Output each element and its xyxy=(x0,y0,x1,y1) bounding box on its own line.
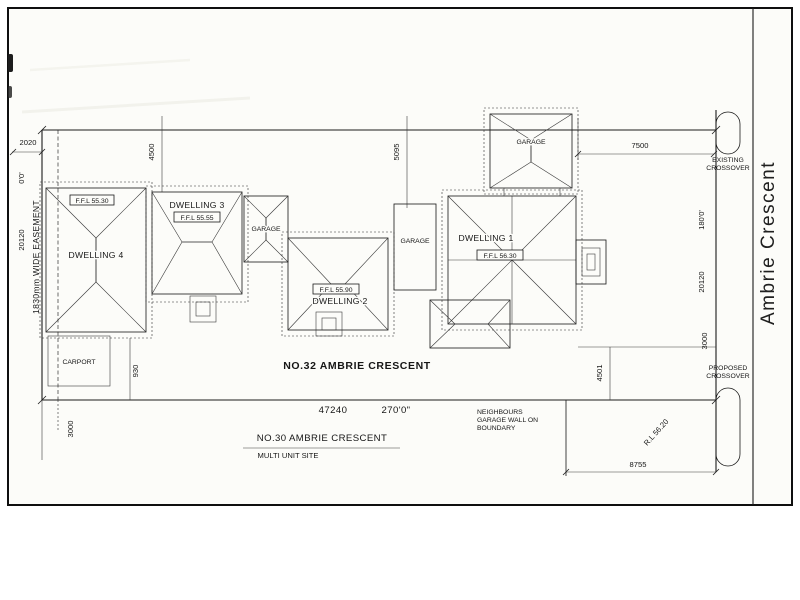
garage-label-d1: GARAGE xyxy=(516,139,546,146)
dim-4500: 4500 xyxy=(147,144,156,161)
dwelling-3-label: DWELLING 3 xyxy=(169,200,224,210)
dwelling-1-garage-roof xyxy=(489,113,573,189)
scan-artifact xyxy=(8,54,13,72)
boundary-note: GARAGE WALL ON xyxy=(477,417,538,424)
existing-crossover-label: CROSSOVER xyxy=(706,165,750,172)
left-boundary-bearing: 0'0' xyxy=(17,172,26,184)
front-boundary-bearing: 270'0" xyxy=(382,405,411,416)
ffl-dwelling-4: F.F.L 55.30 xyxy=(76,198,109,205)
street: Ambrie Crescent xyxy=(752,8,779,505)
dwelling-1-wing xyxy=(429,299,511,349)
dwelling-1-porch xyxy=(575,239,607,285)
proposed-crossover-label: PROPOSED xyxy=(709,365,748,372)
garage-middle: GARAGE xyxy=(393,203,437,291)
boundary-texts: 0'0' 20120 1830mm WIDE EASEMENT 180'0' 2… xyxy=(16,170,708,417)
dim-3000-right: 3000 xyxy=(700,333,709,350)
dwelling-3: DWELLING 3 F.F.L 55.55 GARAGE xyxy=(145,185,289,323)
ffl-box-dwelling-1 xyxy=(476,249,524,261)
subject-site-address: NO.32 AMBRIE CRESCENT xyxy=(283,360,431,372)
dwelling-3-garage-roof xyxy=(243,195,289,263)
existing-crossover-shape xyxy=(715,111,741,155)
neighbour-address: NO.30 AMBRIE CRESCENT xyxy=(257,433,387,444)
dwelling-2-label: DWELLING 2 xyxy=(312,296,367,306)
proposed-crossover-label: CROSSOVER xyxy=(706,373,750,380)
dwelling-1: GARAGE DWELLING 1 F.F.L 56.30 xyxy=(429,107,607,349)
neighbour-subtitle: MULTI UNIT SITE xyxy=(258,451,319,460)
dim-930: 930 xyxy=(131,365,140,378)
ffl-dwelling-2: F.F.L 55.90 xyxy=(320,287,353,294)
easement-label: 1830mm WIDE EASEMENT xyxy=(31,200,41,314)
site-labels: NO.32 AMBRIE CRESCENT NO.30 AMBRIE CRESC… xyxy=(243,359,539,460)
existing-crossover-label: EXISTING xyxy=(712,157,744,164)
garage-label-d3: GARAGE xyxy=(251,226,281,233)
dim-3000-left: 3000 xyxy=(66,421,75,438)
dwelling-2-porch xyxy=(315,311,343,337)
drawing-frame xyxy=(7,7,793,506)
garage-label-middle: GARAGE xyxy=(400,238,430,245)
right-boundary-length: 20120 xyxy=(697,271,706,292)
dim-8755: 8755 xyxy=(630,460,647,469)
dwelling-4-label: DWELLING 4 xyxy=(68,250,123,260)
front-boundary-length: 47240 xyxy=(319,405,348,416)
dim-5095: 5095 xyxy=(392,144,401,161)
crossovers: EXISTING CROSSOVER PROPOSED CROSSOVER xyxy=(706,111,750,467)
ffl-box-dwelling-2 xyxy=(312,283,360,295)
boundary-note: BOUNDARY xyxy=(477,425,516,432)
carport-label: CARPORT xyxy=(62,359,95,366)
left-boundary-length: 20120 xyxy=(17,229,26,250)
ffl-box-dwelling-3 xyxy=(173,211,221,223)
site-boundaries xyxy=(37,110,721,472)
ffl-box-dwelling-4 xyxy=(69,194,115,206)
proposed-crossover-shape xyxy=(715,387,741,467)
garage-middle-outline xyxy=(393,203,437,291)
dim-7500: 7500 xyxy=(632,141,649,150)
scan-artifact xyxy=(8,86,12,98)
right-boundary-bearing: 180'0' xyxy=(697,210,706,230)
ffl-dwelling-3: F.F.L 55.55 xyxy=(181,215,214,222)
street-name: Ambrie Crescent xyxy=(758,161,779,325)
dim-4501: 4501 xyxy=(595,365,604,382)
dim-2020: 2020 xyxy=(20,138,37,147)
carport-outline xyxy=(47,335,111,387)
boundary-note: NEIGHBOURS xyxy=(477,409,523,416)
ffl-dwelling-1: F.F.L 56.30 xyxy=(484,253,517,260)
dwelling-3-porch xyxy=(189,295,217,323)
dwelling-1-label: DWELLING 1 xyxy=(458,233,513,243)
